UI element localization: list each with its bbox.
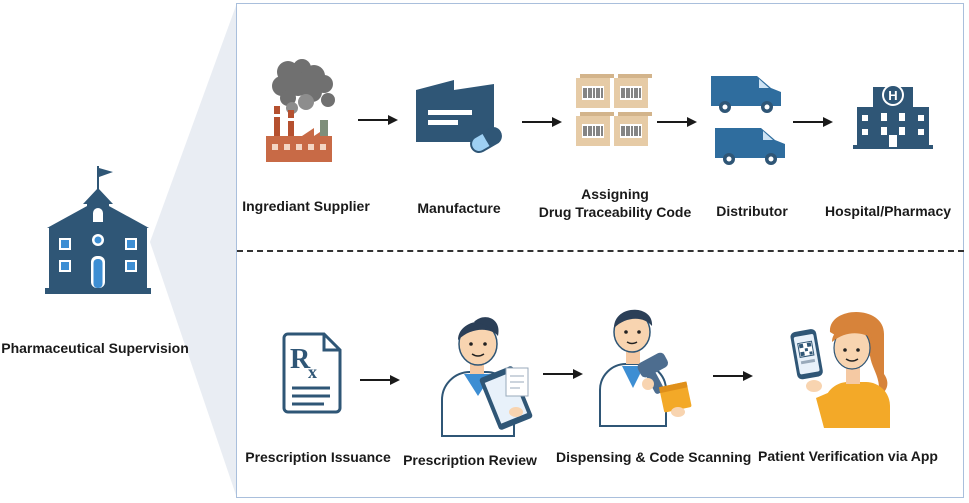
hospital-icon: H (853, 84, 933, 149)
top-step-3-label-line1: Assigning (581, 186, 649, 202)
bottom-step-3-label: Dispensing & Code Scanning (556, 449, 752, 465)
barcode-boxes-icon (576, 74, 652, 146)
arrow-bottom-2 (543, 369, 583, 379)
pharmacist-scanner-icon (599, 309, 692, 427)
pill-box-icon (416, 80, 502, 153)
arrow-bottom-1 (360, 375, 400, 385)
bottom-step-2-label: Prescription Review (403, 452, 537, 468)
doctor-clipboard-icon (441, 317, 533, 437)
bottom-step-4-label: Patient Verification via App (758, 448, 938, 464)
factory-icon (266, 59, 335, 162)
prescription-document-icon: R x (282, 332, 342, 414)
section-divider (237, 250, 964, 252)
supervision-node: Pharmaceutical Supervision (0, 160, 190, 370)
arrow-bottom-3 (713, 371, 753, 381)
school-building-icon (45, 166, 151, 294)
arrow-top-1 (358, 115, 398, 125)
top-step-3-label-line2: Drug Traceability Code (538, 204, 692, 220)
delivery-van-icon (711, 76, 785, 165)
supervision-label: Pharmaceutical Supervision (1, 340, 189, 356)
arrow-top-2 (522, 117, 562, 127)
svg-text:R: R (290, 344, 311, 375)
svg-text:x: x (308, 362, 317, 382)
top-step-4-label: Distributor (716, 203, 788, 219)
top-step-1-label: Ingrediant Supplier (242, 198, 370, 214)
patient-phone-icon (790, 312, 890, 428)
arrow-top-4 (793, 117, 833, 127)
svg-text:H: H (888, 88, 897, 103)
arrow-top-3 (657, 117, 697, 127)
top-step-5-label: Hospital/Pharmacy (824, 203, 952, 219)
top-step-2-label: Manufacture (417, 200, 501, 216)
bottom-step-1-label: Prescription Issuance (245, 449, 391, 465)
